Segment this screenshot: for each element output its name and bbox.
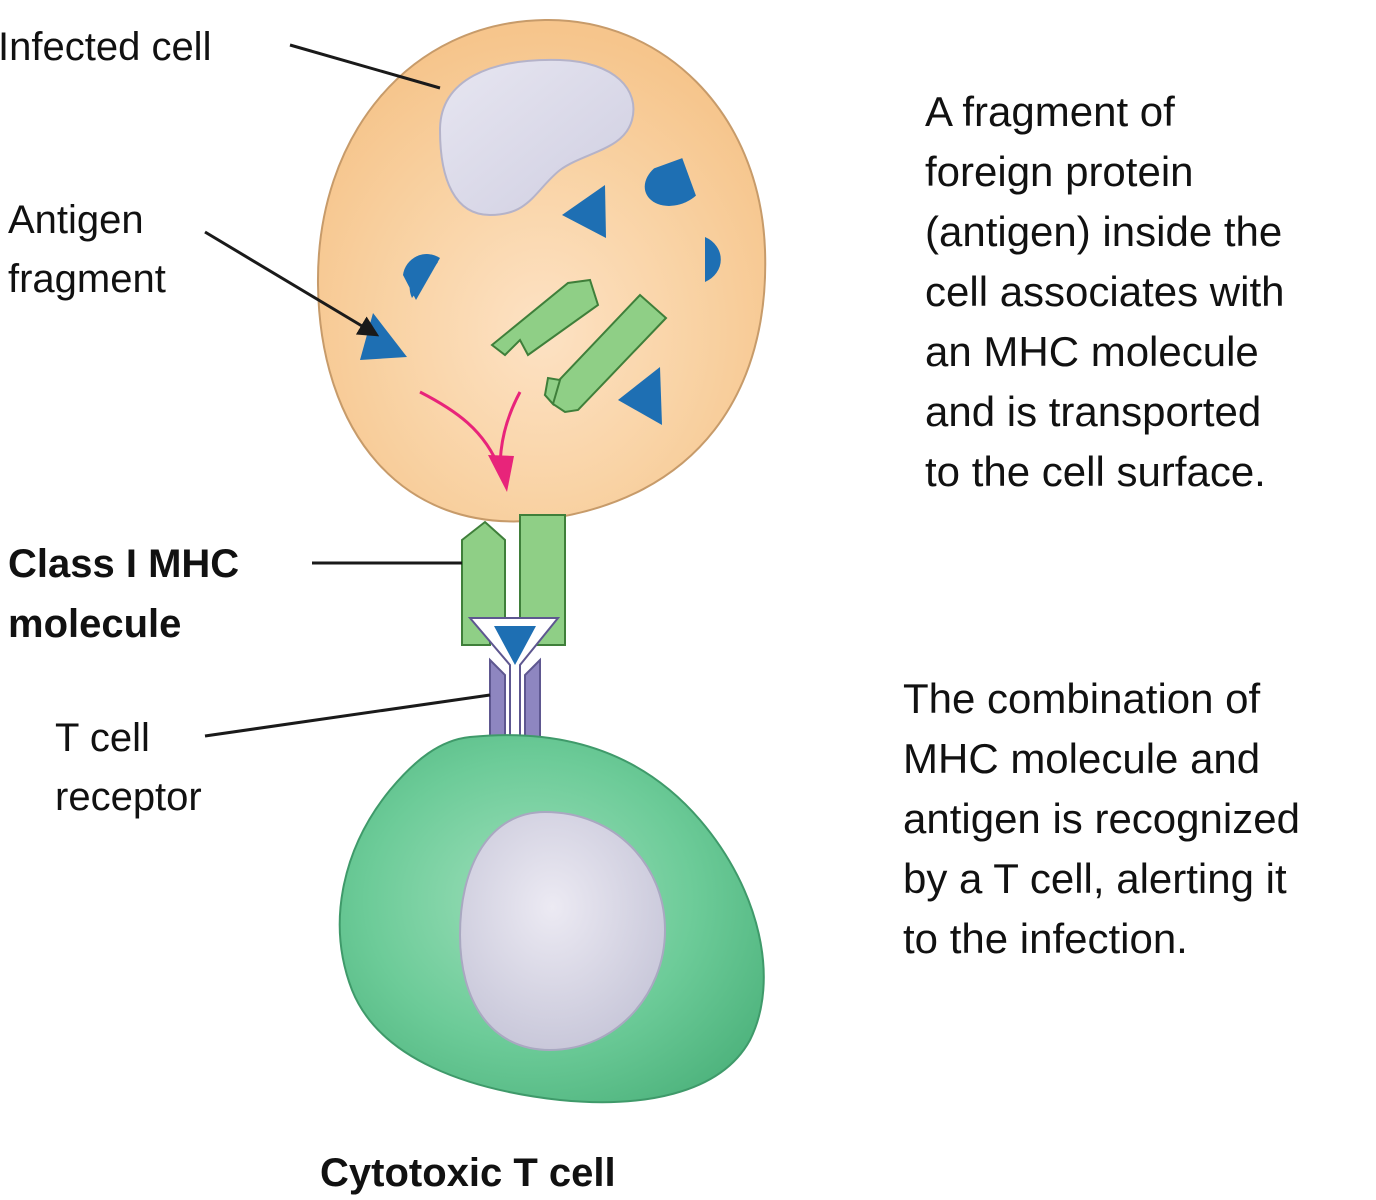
antigen-fragments: [360, 158, 721, 425]
transport-arrow-head: [488, 455, 514, 492]
label-t-cell-receptor-line: receptor: [55, 775, 202, 819]
leader-antigen-fragment: [204, 230, 380, 337]
antigen-semicircle: [644, 158, 696, 206]
label-mhc-molecule: Class I MHC molecule: [8, 542, 250, 646]
label-antigen-fragment-line: fragment: [8, 257, 166, 301]
description-top-line: foreign protein: [925, 148, 1194, 195]
t-cell-receptor: [467, 617, 561, 743]
tcr-right-chain: [524, 657, 541, 743]
description-bottom-line: The combination of: [903, 675, 1261, 722]
label-infected-cell: Infected cell: [0, 25, 211, 69]
description-bottom: The combination of MHC molecule and anti…: [903, 675, 1312, 962]
description-top-line: A fragment of: [925, 88, 1175, 135]
label-t-cell-receptor-line: T cell: [55, 716, 150, 760]
description-top-line: to the cell surface.: [925, 448, 1266, 495]
mhc-fragment-left: [490, 278, 600, 357]
label-mhc-molecule-line: Class I MHC: [8, 542, 239, 586]
label-antigen-fragment: Antigen fragment: [8, 198, 166, 301]
antigen-triangle: [618, 367, 662, 425]
label-mhc-molecule-line: molecule: [8, 602, 181, 646]
description-bottom-line: to the infection.: [903, 915, 1188, 962]
description-top-line: (antigen) inside the: [925, 208, 1282, 255]
leader-t-cell-receptor: [204, 693, 491, 738]
t-cell-nucleus: [458, 810, 667, 1052]
description-bottom-line: MHC molecule and: [903, 735, 1260, 782]
antigen-semicircle: [705, 237, 721, 282]
description-bottom-line: antigen is recognized: [903, 795, 1300, 842]
antigen-semicircle: [403, 254, 440, 300]
leader-lines: [204, 43, 491, 738]
description-top-line: an MHC molecule: [925, 328, 1259, 375]
transport-arrow: [419, 390, 522, 492]
description-top-line: cell associates with: [925, 268, 1284, 315]
mhc-in-cell: [490, 278, 668, 414]
cytotoxic-t-cell: [338, 734, 765, 1104]
label-antigen-fragment-line: Antigen: [8, 198, 144, 242]
antigen-triangle: [562, 185, 606, 238]
description-bottom-line: by a T cell, alerting it: [903, 855, 1287, 902]
mhc-fragment-hook: [543, 376, 562, 407]
label-cytotoxic-t-cell: Cytotoxic T cell: [320, 1151, 616, 1195]
leader-infected-cell: [289, 43, 441, 90]
label-t-cell-receptor: T cell receptor: [55, 716, 202, 819]
infected-cell-nucleus: [438, 58, 635, 217]
infected-cell: [316, 18, 767, 523]
presented-antigen: [494, 626, 536, 665]
description-top-line: and is transported: [925, 388, 1261, 435]
description-top: A fragment of foreign protein (antigen) …: [925, 88, 1296, 495]
tcr-left-chain: [489, 657, 506, 743]
